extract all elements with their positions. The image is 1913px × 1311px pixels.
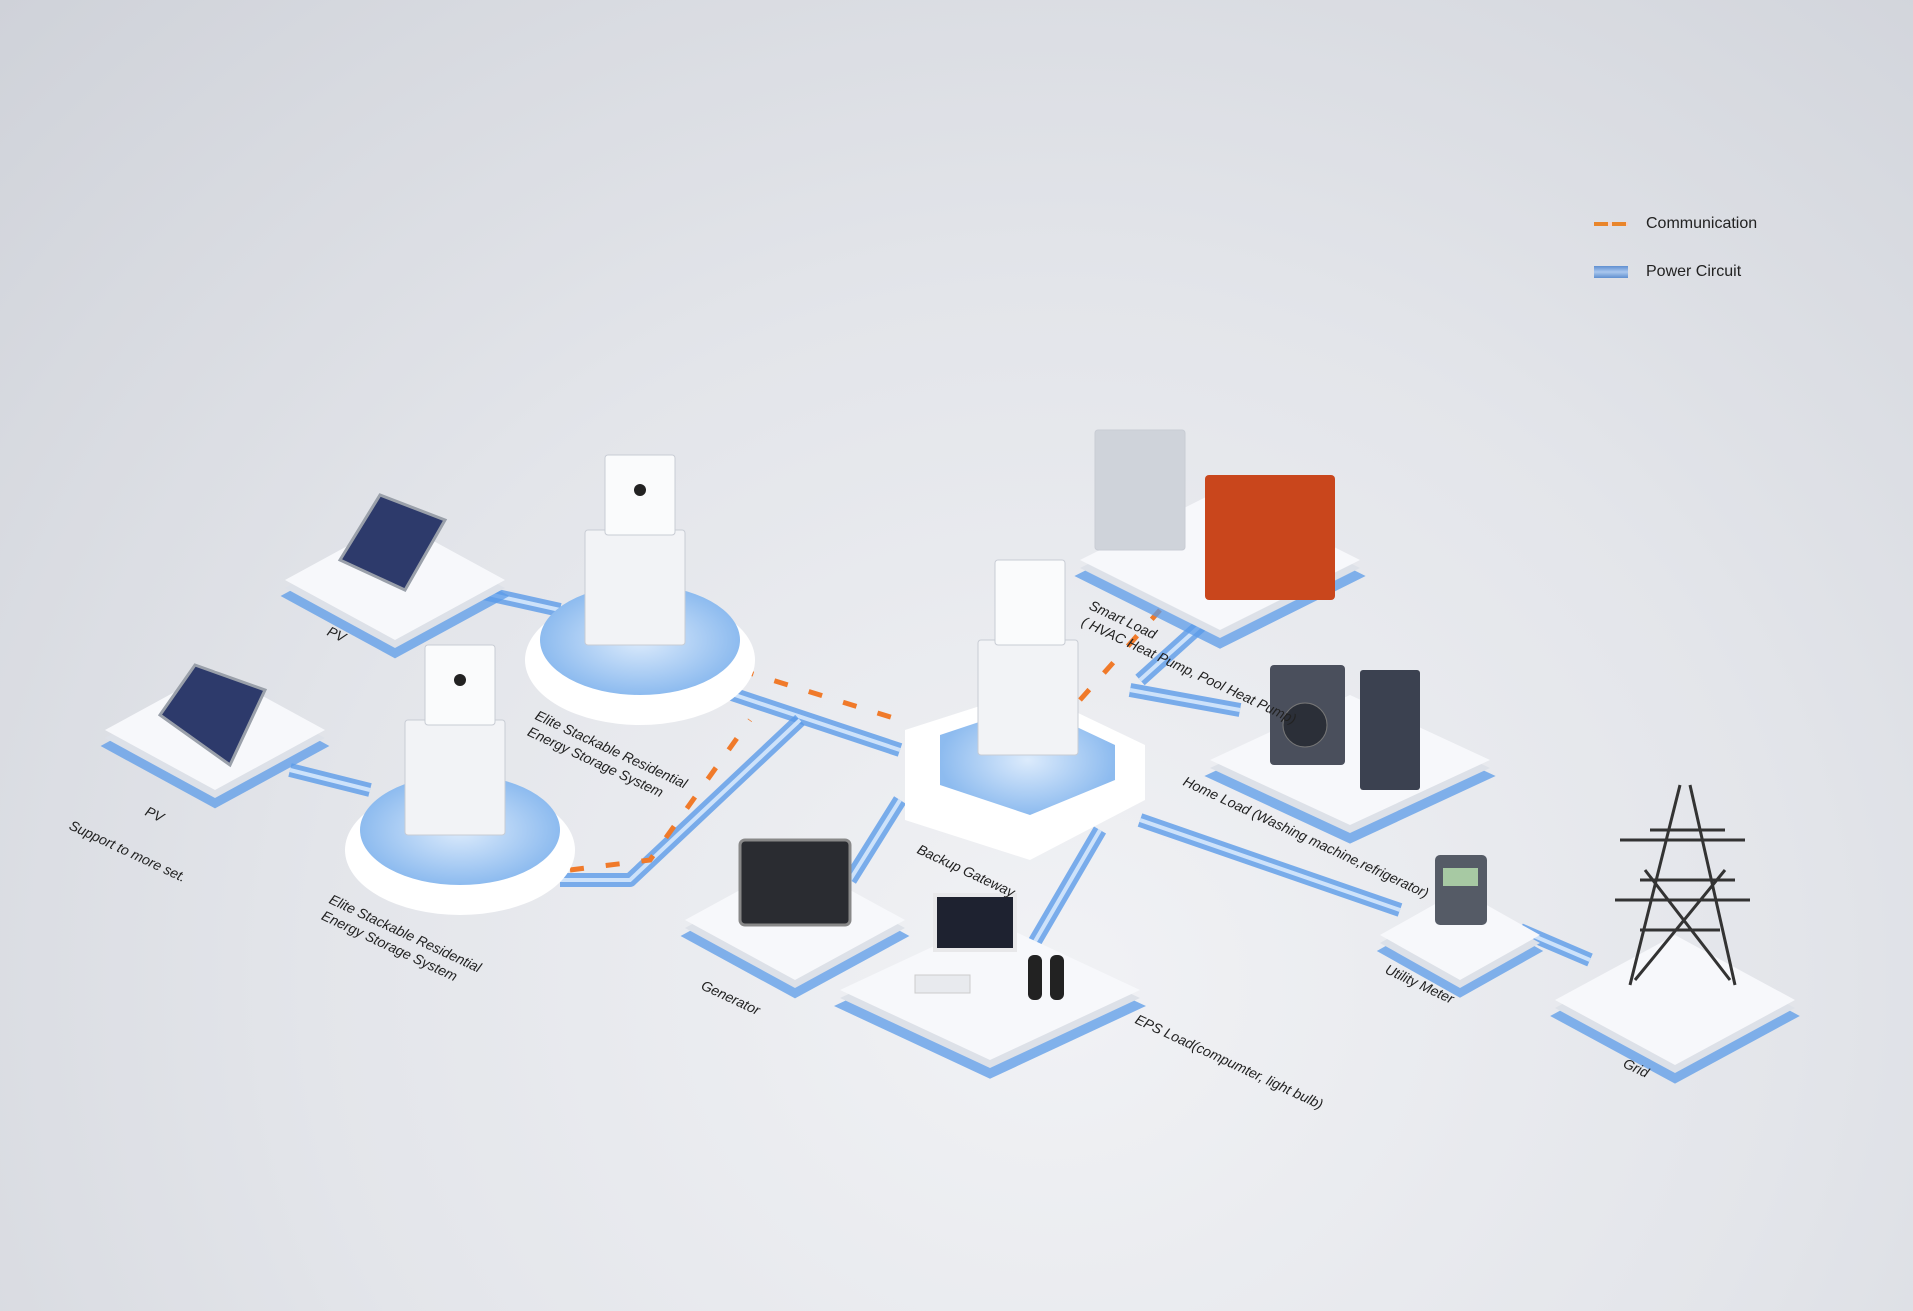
platform-top [840, 920, 1140, 1060]
smart-load-node [1074, 429, 1366, 649]
pv-upper-node [280, 493, 510, 659]
communication-line [569, 718, 753, 873]
battery-stack-icon [404, 719, 506, 836]
grid-node [1550, 784, 1800, 1084]
power-line-highlight [289, 768, 371, 792]
legend: Communication Power Circuit [1594, 200, 1757, 296]
refrigerator-icon [1360, 670, 1420, 790]
washer-door [1282, 702, 1328, 748]
light-bulb-icon [1028, 955, 1042, 1000]
blue-bar-icon [1594, 266, 1628, 278]
brand-logo-icon [634, 484, 646, 496]
generator-node [680, 838, 910, 999]
meter-display [1443, 868, 1478, 886]
transmission-tower-icon [1615, 784, 1750, 986]
brand-logo-icon [454, 674, 466, 686]
power-line-highlight [1028, 828, 1102, 952]
power-line-highlight [1129, 688, 1241, 712]
power-line-highlight [560, 718, 802, 882]
utility-meter-icon [1435, 855, 1487, 925]
generator-icon [738, 838, 852, 927]
ess-node [525, 454, 755, 725]
backup-gateway-icon [994, 559, 1066, 646]
hvac-heat-pump-icon [1094, 429, 1186, 551]
home-load-node [1204, 665, 1496, 844]
power-line-highlight [719, 688, 901, 752]
solar-panel-icon [337, 493, 448, 592]
pool-heat-pump-icon [1205, 475, 1335, 600]
battery-stack-icon [584, 529, 686, 646]
communication-line [739, 667, 901, 723]
dashed-orange-line-icon [1594, 222, 1628, 226]
platform-top [1380, 890, 1540, 980]
legend-power-circuit: Power Circuit [1594, 248, 1757, 296]
communication-lines [569, 608, 1162, 873]
computer-monitor-icon [933, 893, 1017, 952]
keyboard-icon [914, 974, 971, 994]
platform-top [1555, 935, 1795, 1065]
power-circuit-lines [288, 583, 1593, 967]
nodes [100, 429, 1800, 1084]
utility-meter-node [1376, 855, 1544, 998]
pv-lower-node [100, 663, 330, 809]
legend-communication: Communication [1594, 200, 1757, 248]
ess-node [345, 644, 575, 915]
light-bulb-icon [1050, 955, 1064, 1000]
eps-load-node [834, 893, 1146, 1079]
backup-gateway-node [905, 559, 1145, 860]
battery-stack-icon [977, 639, 1079, 756]
power-line-highlight [1139, 818, 1401, 912]
solar-panel-icon [157, 663, 268, 768]
power-line-highlight [848, 798, 902, 882]
